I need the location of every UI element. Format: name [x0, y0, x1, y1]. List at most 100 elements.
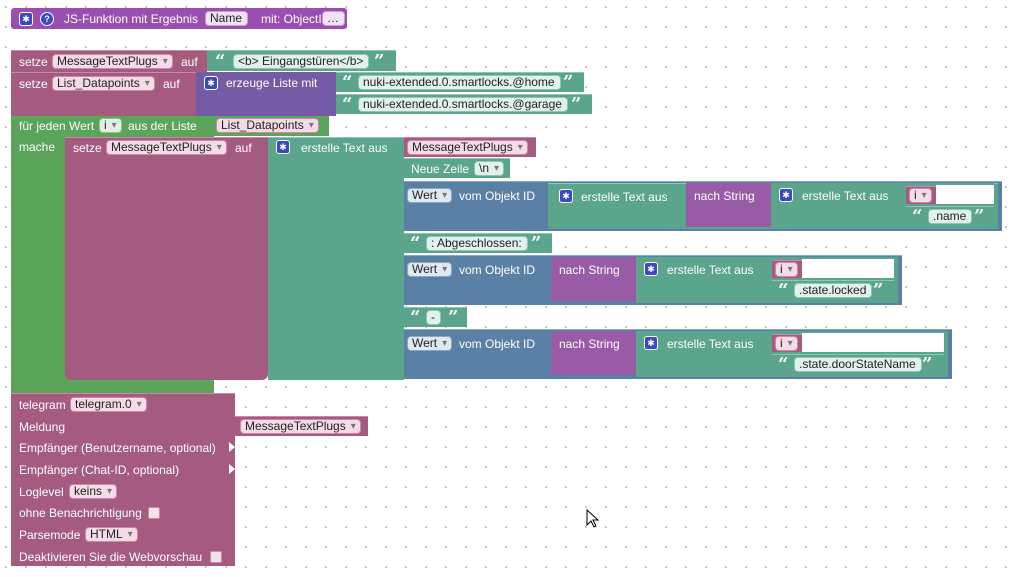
quote-close-icon: ”: [374, 51, 385, 72]
disable-preview-label: Deaktivieren Sie die Webvorschau: [19, 550, 203, 564]
create-list-block[interactable]: ✱ erzeuge Liste mit: [196, 72, 336, 116]
text-field[interactable]: nuki-extended.0.smartlocks.@home: [358, 75, 561, 90]
text-field[interactable]: : Abgeschlossen:: [426, 236, 528, 251]
text-block[interactable]: “ - ”: [404, 307, 467, 327]
text-field[interactable]: .state.locked: [794, 283, 873, 298]
set-list-block[interactable]: setze List_Datapoints auf: [11, 72, 196, 116]
text-block[interactable]: “ <b> Eingangstüren</b> ”: [207, 50, 396, 71]
silent-checkbox[interactable]: [148, 507, 160, 519]
to-string-label: nach String: [559, 263, 620, 277]
help-icon[interactable]: ?: [40, 12, 54, 26]
variable-dropdown[interactable]: MessageTextPlugs: [407, 140, 528, 155]
newline-label: Neue Zeile: [411, 162, 470, 176]
quote-open-icon: “: [778, 280, 789, 301]
to-label: auf: [235, 141, 252, 155]
quote-open-icon: “: [410, 307, 421, 328]
loglevel-dropdown[interactable]: keins: [69, 484, 118, 499]
variable-block[interactable]: i: [772, 334, 802, 352]
gear-icon[interactable]: ✱: [559, 189, 573, 203]
function-param-label: mit: ObjectID: [261, 12, 331, 26]
loop-variable-dropdown[interactable]: i: [99, 118, 122, 133]
to-label: auf: [181, 55, 198, 69]
text-block[interactable]: “ .name ”: [906, 206, 994, 226]
object-id-label: vom Objekt ID: [459, 263, 536, 277]
list-variable-dropdown[interactable]: List_Datapoints: [216, 118, 319, 133]
property-dropdown[interactable]: Wert: [407, 262, 453, 277]
variable-dropdown[interactable]: List_Datapoints: [52, 76, 155, 91]
gear-icon[interactable]: ✱: [204, 76, 218, 90]
text-block[interactable]: “ : Abgeschlossen: ”: [404, 233, 552, 253]
for-each-label: für jeden Wert: [19, 119, 95, 133]
loglevel-label: Loglevel: [19, 485, 64, 499]
property-dropdown[interactable]: Wert: [407, 336, 453, 351]
do-label: mache: [19, 140, 56, 154]
message-label: Meldung: [19, 420, 66, 434]
gear-icon[interactable]: ✱: [19, 12, 33, 26]
gear-icon[interactable]: ✱: [644, 262, 658, 276]
function-block[interactable]: ✱ ? JS-Funktion mit Ergebnis Name mit: O…: [11, 8, 347, 29]
variable-block[interactable]: i: [772, 260, 802, 278]
text-field[interactable]: -: [426, 310, 441, 325]
function-more-button[interactable]: …: [322, 11, 345, 26]
create-text-label: erstelle Text aus: [667, 337, 754, 351]
text-block[interactable]: “ .state.doorStateName ”: [772, 354, 944, 374]
variable-dropdown[interactable]: MessageTextPlugs: [52, 54, 173, 69]
variable-dropdown[interactable]: i: [775, 336, 798, 351]
property-dropdown[interactable]: Wert: [407, 188, 453, 203]
function-name-field[interactable]: Name: [205, 11, 249, 26]
to-string-label: nach String: [694, 189, 755, 203]
recipient-chat-label: Empfänger (Chat-ID, optional): [19, 463, 180, 477]
variable-dropdown[interactable]: MessageTextPlugs: [106, 140, 227, 155]
variable-block[interactable]: MessageTextPlugs: [404, 137, 536, 157]
quote-close-icon: ”: [571, 94, 582, 115]
gear-icon[interactable]: ✱: [644, 336, 658, 350]
object-id-label: vom Objekt ID: [459, 337, 536, 351]
text-block[interactable]: “ nuki-extended.0.smartlocks.@garage ”: [336, 94, 592, 114]
create-text-label: erstelle Text aus: [581, 190, 668, 204]
text-field[interactable]: .state.doorStateName: [794, 357, 922, 372]
variable-dropdown[interactable]: i: [909, 188, 932, 203]
quote-open-icon: “: [778, 354, 789, 375]
create-list-label: erzeuge Liste mit: [226, 76, 318, 90]
parsemode-label: Parsemode: [19, 528, 81, 542]
parsemode-dropdown[interactable]: HTML: [85, 527, 138, 542]
variable-dropdown[interactable]: MessageTextPlugs: [240, 419, 361, 434]
input-slot: [802, 259, 894, 278]
create-text-label: erstelle Text aus: [667, 263, 754, 277]
text-field[interactable]: .name: [928, 209, 973, 224]
from-list-label: aus der Liste: [128, 119, 197, 133]
text-field[interactable]: <b> Eingangstüren</b>: [233, 54, 370, 69]
for-each-header: für jeden Wert i aus der Liste List_Data…: [11, 116, 329, 136]
object-id-label: vom Objekt ID: [459, 189, 536, 203]
to-string-block[interactable]: nach String: [686, 183, 771, 227]
telegram-instance-dropdown[interactable]: telegram.0: [70, 397, 147, 412]
newline-dropdown[interactable]: \n: [474, 161, 505, 176]
text-block[interactable]: “ .state.locked ”: [772, 280, 894, 300]
telegram-label: telegram: [19, 398, 66, 412]
mouse-cursor-icon: [586, 509, 600, 528]
quote-open-icon: “: [342, 72, 353, 93]
quote-close-icon: ”: [922, 354, 933, 375]
disable-preview-checkbox[interactable]: [210, 551, 222, 563]
quote-close-icon: ”: [531, 233, 542, 254]
variable-block[interactable]: MessageTextPlugs: [235, 416, 368, 436]
gear-icon[interactable]: ✱: [276, 140, 290, 154]
silent-label: ohne Benachrichtigung: [19, 506, 142, 520]
telegram-block[interactable]: telegram telegram.0 Meldung Empfänger (B…: [11, 393, 235, 566]
inner-set-block[interactable]: setze MessageTextPlugs auf: [65, 137, 268, 380]
create-text-block[interactable]: ✱ erstelle Text aus: [268, 137, 404, 380]
set-label: setze: [19, 77, 48, 91]
set-message-block[interactable]: setze MessageTextPlugs auf: [11, 50, 207, 72]
quote-open-icon: “: [342, 94, 353, 115]
variable-dropdown[interactable]: i: [775, 262, 798, 277]
text-block[interactable]: “ nuki-extended.0.smartlocks.@home ”: [336, 72, 584, 92]
to-string-label: nach String: [559, 337, 620, 351]
to-string-block[interactable]: nach String: [551, 331, 636, 375]
gear-icon[interactable]: ✱: [779, 188, 793, 202]
variable-block[interactable]: i: [906, 186, 936, 204]
newline-block[interactable]: Neue Zeile \n: [404, 158, 510, 178]
to-string-block[interactable]: nach String: [551, 257, 636, 301]
quote-open-icon: “: [410, 233, 421, 254]
text-field[interactable]: nuki-extended.0.smartlocks.@garage: [358, 97, 568, 112]
quote-close-icon: ”: [563, 72, 574, 93]
